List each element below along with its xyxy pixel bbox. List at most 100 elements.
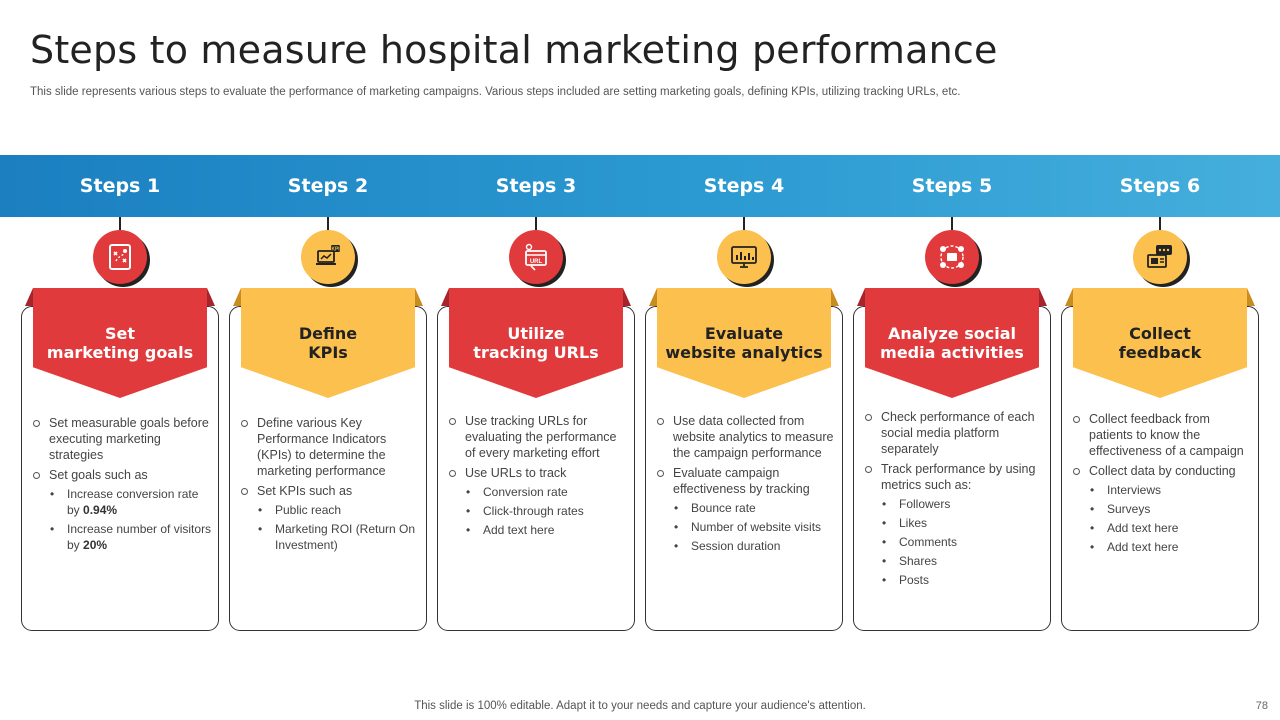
bullet-item: Use URLs to trackConversion rateClick-th… xyxy=(447,465,629,538)
step-bullet-list: Use tracking URLs for evaluating the per… xyxy=(447,413,629,538)
bullet-text: Check performance of each social media p… xyxy=(881,410,1035,456)
sub-bullet-text: Posts xyxy=(899,573,930,587)
sub-bullet-item: Posts xyxy=(881,572,1045,588)
bullet-item: Use tracking URLs for evaluating the per… xyxy=(447,413,629,461)
step-heading-line: tracking URLs xyxy=(473,343,599,362)
step-bullet-list: Define various Key Performance Indicator… xyxy=(239,415,421,553)
sub-bullet-text: Followers xyxy=(899,497,951,511)
sub-bullet-text: Add text here xyxy=(483,523,555,537)
step-connector-5 xyxy=(951,217,953,231)
step-heading-line: Collect xyxy=(1129,324,1191,343)
slide-title: Steps to measure hospital marketing perf… xyxy=(30,28,998,72)
step-bullet-list: Check performance of each social media p… xyxy=(863,409,1045,588)
bullet-text: Evaluate campaign effectiveness by track… xyxy=(673,466,810,496)
sub-bullet-value: 20% xyxy=(83,538,108,552)
step-content-3: Use tracking URLs for evaluating the per… xyxy=(447,413,629,542)
sub-bullet-item: Followers xyxy=(881,496,1045,512)
banner-fold-right xyxy=(1039,288,1047,306)
step-bullet-list: Collect feedback from patients to know t… xyxy=(1071,411,1253,555)
step-connector-6 xyxy=(1159,217,1161,231)
banner-fold-left xyxy=(1065,288,1073,306)
bullet-text: Collect feedback from patients to know t… xyxy=(1089,412,1244,458)
step-label-4: Steps 4 xyxy=(703,175,785,197)
sub-bullet-text: Add text here xyxy=(1107,521,1179,535)
step-connector-4 xyxy=(743,217,745,231)
sub-bullet-item: Add text here xyxy=(1089,539,1253,555)
step-connector-2 xyxy=(327,217,329,231)
strategy-board-icon xyxy=(93,230,147,284)
step-connector-1 xyxy=(119,217,121,231)
sub-bullet-text: Increase conversion rate by xyxy=(67,487,199,517)
step-heading-line: feedback xyxy=(1118,343,1202,362)
sub-bullet-item: Number of website visits xyxy=(673,519,837,535)
banner-fold-right xyxy=(831,288,839,306)
sub-bullet-text: Number of website visits xyxy=(691,520,822,534)
sub-bullet-item: Bounce rate xyxy=(673,500,837,516)
sub-bullet-item: Comments xyxy=(881,534,1045,550)
step-heading-line: Evaluate xyxy=(704,324,784,343)
bullet-text: Set goals such as xyxy=(49,468,148,482)
bullet-text: Use tracking URLs for evaluating the per… xyxy=(465,414,617,460)
bullet-text: Set KPIs such as xyxy=(257,484,353,498)
banner-fold-left xyxy=(25,288,33,306)
step-bullet-list: Use data collected from website analytic… xyxy=(655,413,837,554)
sub-bullet-text: Add text here xyxy=(1107,540,1179,554)
step-label-3: Steps 3 xyxy=(495,175,577,197)
sub-bullet-list: InterviewsSurveysAdd text hereAdd text h… xyxy=(1089,482,1253,555)
step-connector-3 xyxy=(535,217,537,231)
sub-bullet-item: Increase number of visitors by 20% xyxy=(49,521,213,553)
bullet-text: Track performance by using metrics such … xyxy=(881,462,1036,492)
step-content-5: Check performance of each social media p… xyxy=(863,409,1045,592)
sub-bullet-text: Conversion rate xyxy=(483,485,568,499)
banner-fold-right xyxy=(415,288,423,306)
sub-bullet-text: Public reach xyxy=(275,503,342,517)
sub-bullet-item: Session duration xyxy=(673,538,837,554)
feedback-chat-icon xyxy=(1133,230,1187,284)
social-network-icon xyxy=(925,230,979,284)
sub-bullet-item: Marketing ROI (Return On Investment) xyxy=(257,521,421,553)
banner-fold-right xyxy=(1247,288,1255,306)
step-heading-line: marketing goals xyxy=(46,343,194,362)
sub-bullet-item: Conversion rate xyxy=(465,484,629,500)
step-heading-line: KPIs xyxy=(308,343,348,362)
step-content-4: Use data collected from website analytic… xyxy=(655,413,837,558)
sub-bullet-text: Marketing ROI (Return On Investment) xyxy=(275,522,416,552)
sub-bullet-item: Public reach xyxy=(257,502,421,518)
banner-fold-right xyxy=(207,288,215,306)
bullet-text: Collect data by conducting xyxy=(1089,464,1236,478)
sub-bullet-text: Interviews xyxy=(1107,483,1162,497)
sub-bullet-item: Interviews xyxy=(1089,482,1253,498)
sub-bullet-list: Increase conversion rate by 0.94%Increas… xyxy=(49,486,213,553)
bullet-item: Define various Key Performance Indicator… xyxy=(239,415,421,479)
sub-bullet-text: Bounce rate xyxy=(691,501,756,515)
bullet-item: Use data collected from website analytic… xyxy=(655,413,837,461)
banner-fold-right xyxy=(623,288,631,306)
footer-note: This slide is 100% editable. Adapt it to… xyxy=(414,700,866,712)
sub-bullet-item: Add text here xyxy=(465,522,629,538)
banner-fold-left xyxy=(441,288,449,306)
sub-bullet-item: Increase conversion rate by 0.94% xyxy=(49,486,213,518)
bullet-text: Use URLs to track xyxy=(465,466,567,480)
analytics-monitor-icon xyxy=(717,230,771,284)
step-heading-line: Set xyxy=(104,324,136,343)
bullet-item: Set measurable goals before executing ma… xyxy=(31,415,213,463)
step-heading-line: website analytics xyxy=(665,343,823,362)
svg-text:URL: URL xyxy=(530,259,543,265)
kpi-laptop-icon: KPI xyxy=(301,230,355,284)
sub-bullet-text: Comments xyxy=(899,535,958,549)
sub-bullet-text: Increase number of visitors by xyxy=(67,522,212,552)
sub-bullet-list: Conversion rateClick-through ratesAdd te… xyxy=(465,484,629,538)
step-heading-line: Analyze social xyxy=(888,324,1016,343)
step-label-2: Steps 2 xyxy=(287,175,369,197)
sub-bullet-text: Likes xyxy=(899,516,928,530)
sub-bullet-value: 0.94% xyxy=(83,503,118,517)
bullet-item: Set KPIs such as Public reachMarketing RO… xyxy=(239,483,421,553)
